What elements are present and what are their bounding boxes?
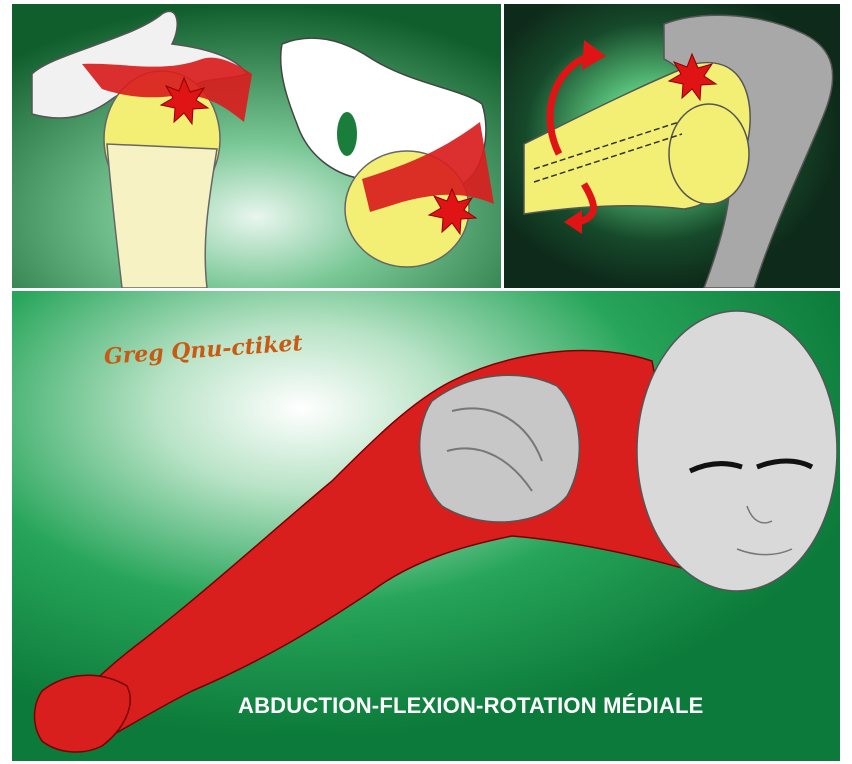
shoulder-joint-panel bbox=[12, 4, 501, 288]
humerus-shaft-left bbox=[107, 144, 217, 288]
image-frame: Greg Qnu-ctiket ABDUCTION-FLEXION-ROTATI… bbox=[12, 4, 840, 761]
caption: ABDUCTION-FLEXION-ROTATION MÉDIALE bbox=[238, 693, 704, 719]
humeral-rotation-illustration bbox=[504, 4, 840, 288]
shoulder-muscles bbox=[420, 375, 580, 522]
shoulder-joint-illustration bbox=[12, 4, 501, 288]
humeral-rotation-panel bbox=[504, 4, 840, 288]
